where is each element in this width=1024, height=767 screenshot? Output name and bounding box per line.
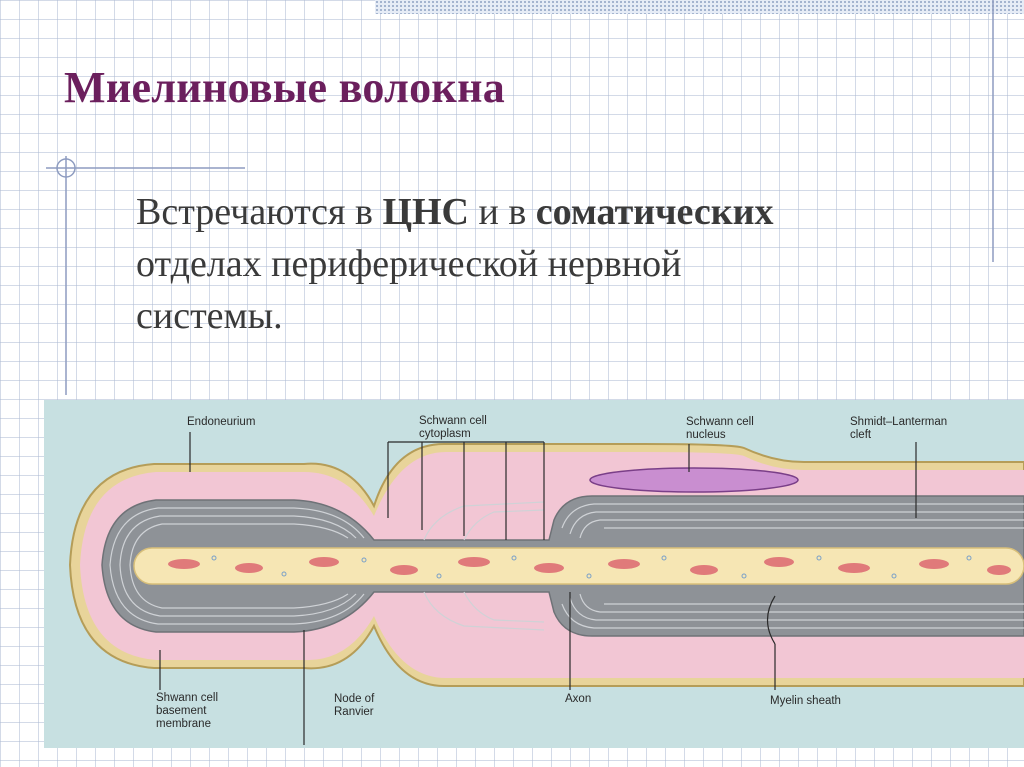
label-schwann-cytoplasm-2: cytoplasm [419, 428, 471, 440]
body-text-part2: и в [469, 191, 536, 233]
myelin-fiber-diagram: Endoneurium Schwann cell cytoplasm Schwa… [44, 400, 1024, 748]
label-basement-2: basement [156, 705, 207, 717]
label-schwann-nucleus-2: nucleus [686, 429, 726, 441]
axon [133, 547, 1024, 585]
label-basement-3: membrane [156, 718, 211, 730]
label-schwann-cytoplasm-1: Schwann cell [419, 415, 487, 427]
label-endoneurium: Endoneurium [187, 416, 255, 428]
label-ranvier-2: Ranvier [334, 706, 374, 718]
body-text-part1: Встречаются в [136, 191, 383, 233]
slide-title: Миелиновые волокна [64, 63, 506, 112]
label-myelin-sheath: Myelin sheath [770, 695, 841, 707]
label-schwann-nucleus-1: Schwann cell [686, 416, 754, 428]
label-shmidt-lanterman-1: Shmidt–Lanterman [850, 416, 947, 428]
label-basement-1: Shwann cell [156, 692, 218, 704]
label-axon: Axon [565, 693, 591, 705]
body-text-bold-somatic: соматических [535, 191, 774, 233]
leader-lines [159, 432, 917, 745]
label-shmidt-lanterman-2: cleft [850, 429, 872, 441]
top-dotted-band [375, 0, 1024, 14]
body-text-part3: отделах периферической нервной системы. [136, 243, 682, 337]
slide-body: Встречаются в ЦНС и в соматических отдел… [136, 186, 836, 342]
label-ranvier-1: Node of [334, 693, 375, 705]
axon-vesicles [211, 555, 972, 579]
schwann-cell-nucleus [589, 467, 799, 493]
body-text-bold-cns: ЦНС [382, 191, 469, 233]
myelin-lamellae [109, 501, 1024, 631]
circle-ornament [56, 158, 76, 178]
axon-mitochondria [168, 557, 1011, 575]
